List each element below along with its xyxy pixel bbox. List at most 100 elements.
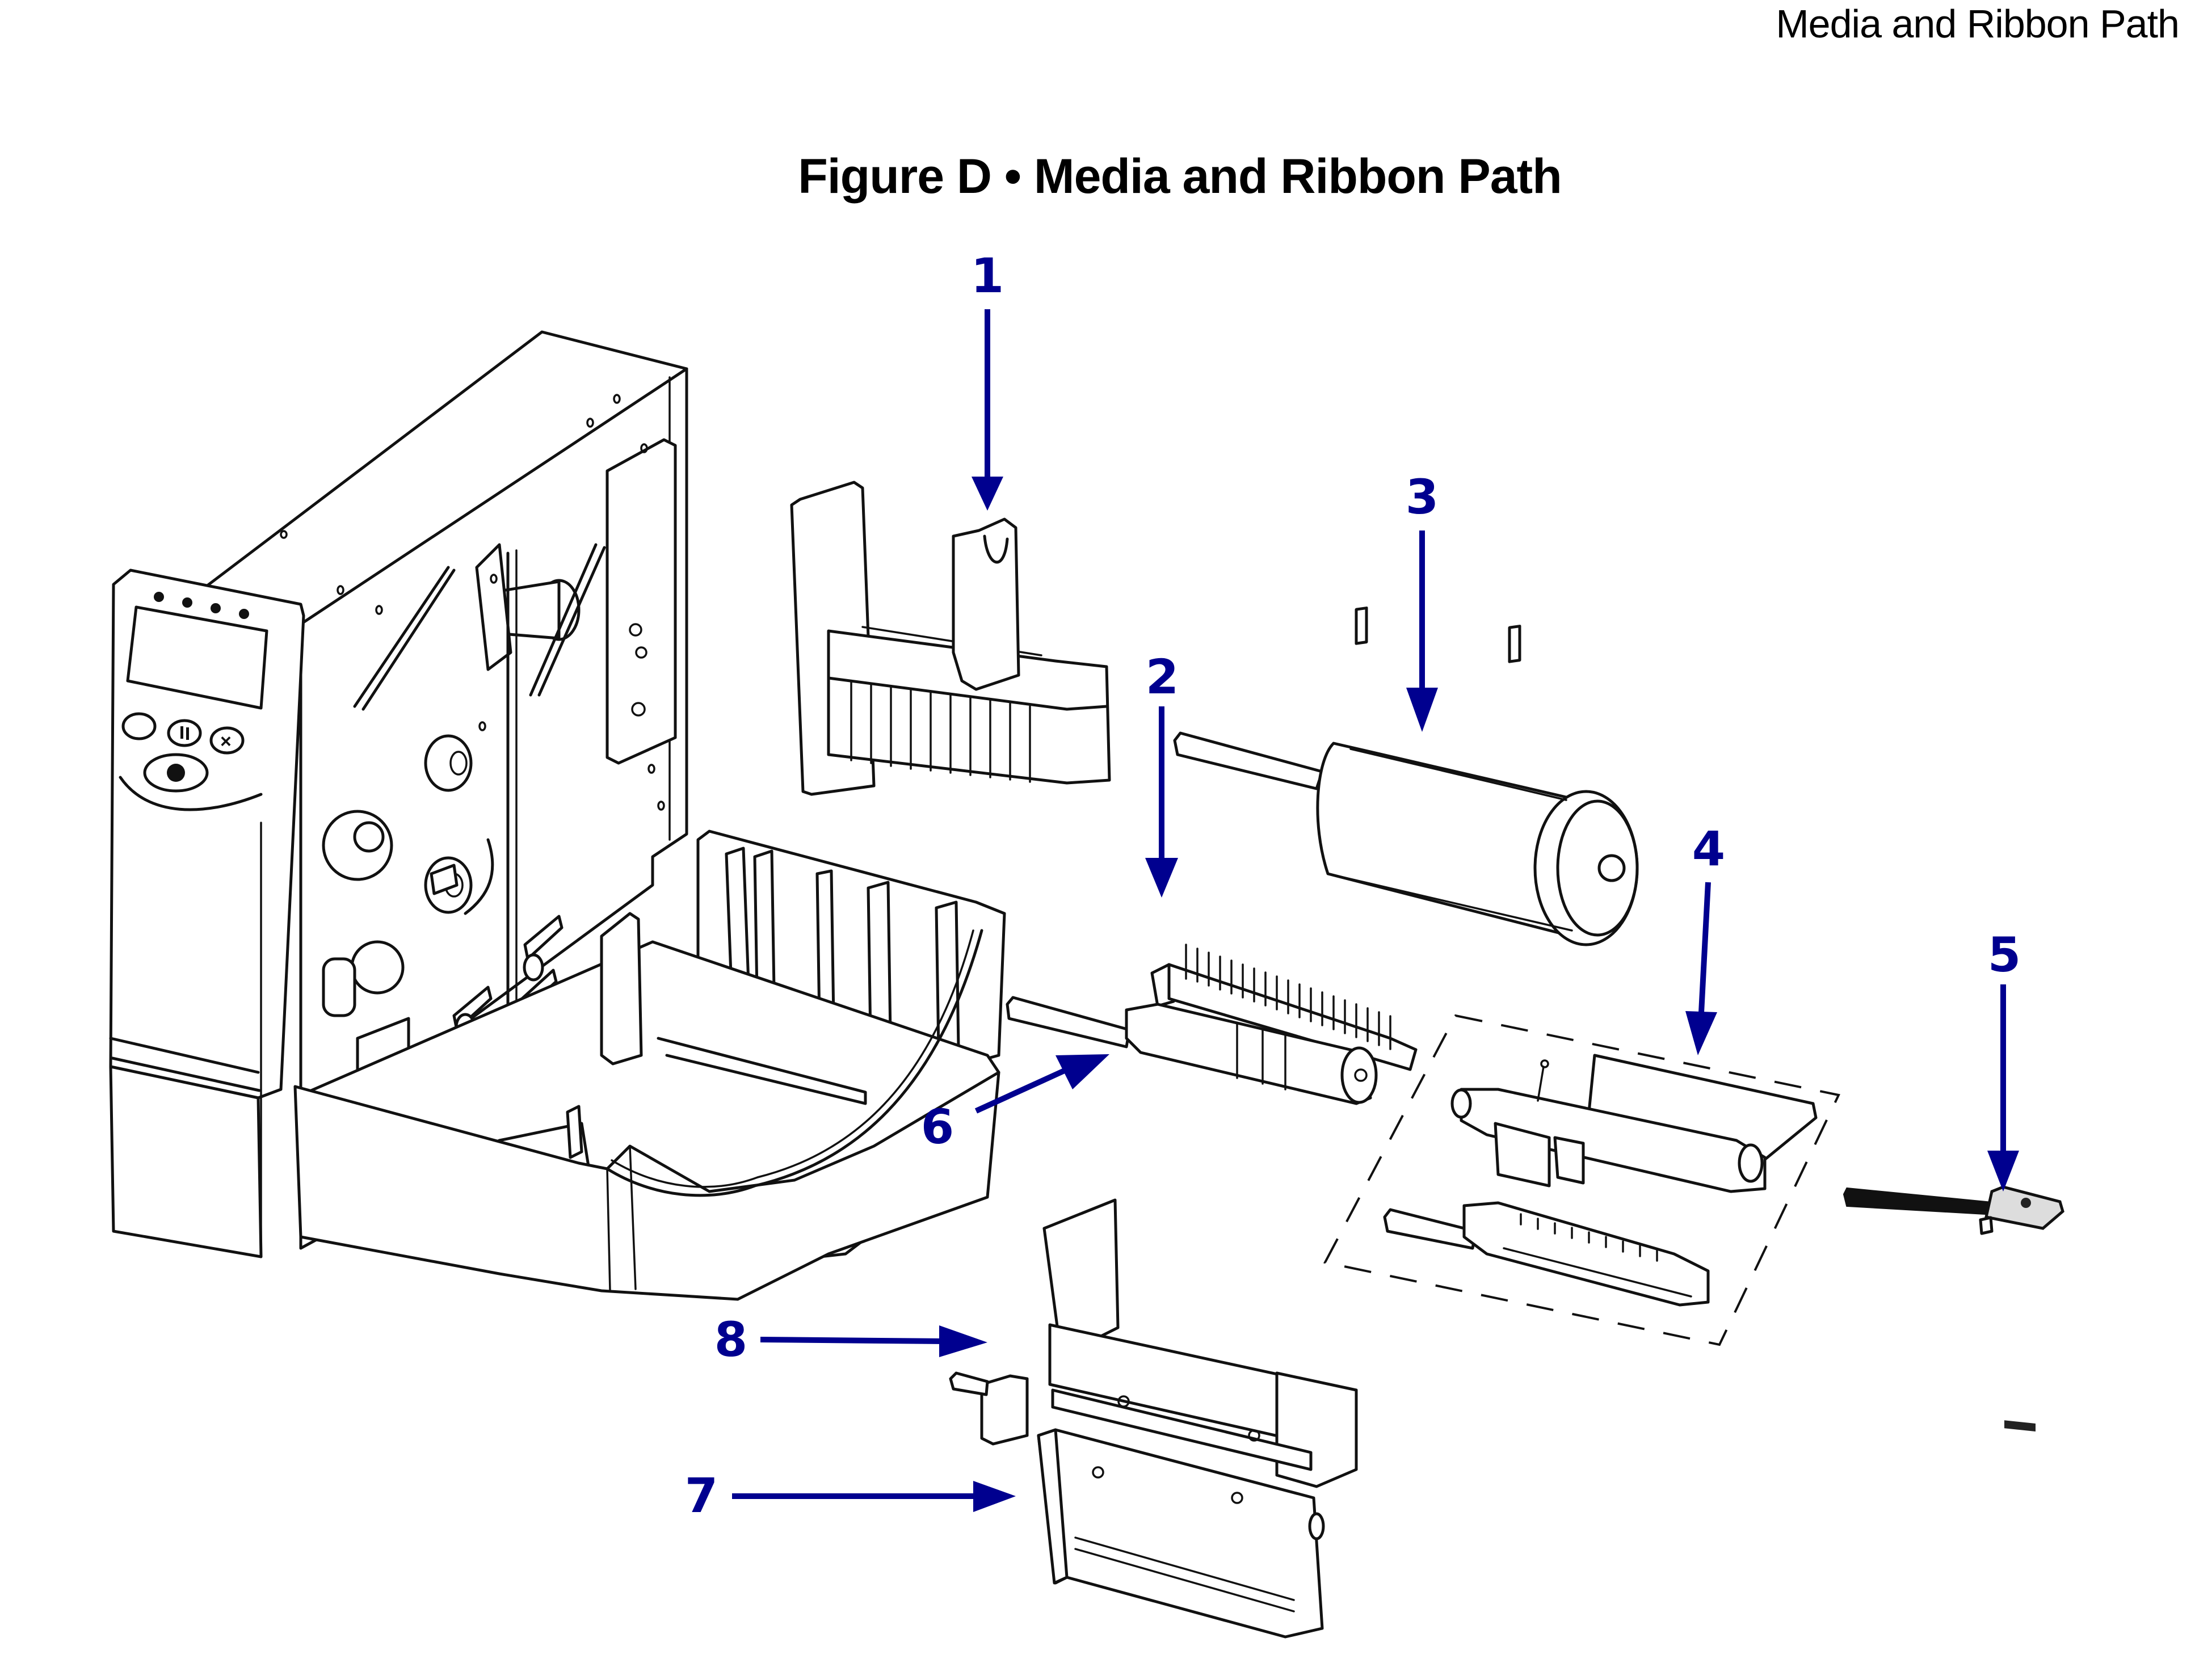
mechanism-knob <box>1308 1512 1325 1540</box>
ribbon-hub-flange <box>475 543 512 671</box>
bezel-curve <box>119 776 263 811</box>
pause-icon-bar <box>186 727 189 740</box>
callout-6-label: 6 <box>921 1099 954 1155</box>
printhead-latch <box>1553 1136 1585 1185</box>
callout-1: 1 <box>971 248 1004 511</box>
rail-right-edge <box>537 546 606 697</box>
mechanism-crossbar <box>1074 1548 1295 1612</box>
lcd-display <box>126 605 268 710</box>
indicator-led <box>239 609 249 619</box>
take-up-shaft <box>1006 996 1131 1049</box>
spindle-latch <box>1355 607 1368 645</box>
plate-hole <box>629 623 642 637</box>
mechanism-left-arm <box>1037 1428 1069 1585</box>
tray-post <box>600 912 643 1066</box>
printhead-bracket <box>1494 1122 1551 1188</box>
callout-5-label: 5 <box>1988 927 2021 983</box>
side-wall-holes <box>280 394 665 811</box>
indicator-led <box>154 592 164 602</box>
guide-slider-grip <box>983 534 1009 564</box>
printer-body <box>188 330 688 1097</box>
sensor-block <box>322 957 356 1017</box>
part-printhead-assembly <box>1323 1014 1840 1346</box>
callout-3-arrowhead <box>1406 688 1438 732</box>
platen-roller <box>1051 1388 1313 1471</box>
callout-2: 2 <box>1145 649 1179 898</box>
part-media-guide-comb <box>1150 944 1418 1071</box>
callout-4-line <box>1698 882 1711 1013</box>
printhead-shaft-end <box>1738 1143 1764 1183</box>
carriage-edge <box>1503 1247 1692 1298</box>
callout-6-arrowhead <box>1056 1054 1109 1089</box>
bezel-seam <box>109 1037 260 1074</box>
printhead-shaft-end <box>1450 1088 1472 1119</box>
callout-4: 4 <box>1685 821 1725 1055</box>
callout-5-arrowhead <box>1987 1151 2019 1191</box>
guide-rail-edge <box>827 676 1108 711</box>
assembly-group-outline <box>1323 1014 1840 1346</box>
take-up-knob-core <box>449 751 468 776</box>
callout-3-label: 3 <box>1406 469 1439 525</box>
callout-8-arrowhead <box>939 1325 987 1357</box>
rail-left <box>353 566 450 708</box>
callout-8-label: 8 <box>714 1312 747 1367</box>
printhead-cable-tip <box>1540 1059 1549 1068</box>
bezel-seam <box>111 1056 261 1092</box>
rail-right <box>529 543 598 697</box>
cancel-x-icon: × <box>220 731 232 752</box>
mechanism-screw <box>1248 1429 1260 1442</box>
callout-2-label: 2 <box>1146 649 1179 705</box>
indicator-led <box>182 597 192 608</box>
comb-teeth <box>1185 944 1391 1050</box>
callout-8: 8 <box>714 1312 987 1367</box>
lower-rail-1 <box>523 915 564 961</box>
plate-hole <box>635 646 647 659</box>
ribbon-bracket <box>430 864 459 895</box>
take-up-end-hole <box>1354 1068 1368 1082</box>
pause-button <box>167 719 202 747</box>
tray-floor-slot <box>657 1037 867 1105</box>
callout-4-label: 4 <box>1692 821 1725 877</box>
rail-left-edge <box>361 569 456 711</box>
mechanism-crossbar <box>1074 1536 1295 1601</box>
callout-3: 3 <box>1406 469 1439 732</box>
supply-spindle-knob-face <box>1556 799 1639 937</box>
callout-6: 6 <box>921 1054 1109 1155</box>
figure-title: Figure D • Media and Ribbon Path <box>798 149 1562 204</box>
media-supply-hub-core <box>353 821 385 853</box>
mechanism-side-housing <box>1275 1371 1358 1488</box>
part-media-sensor <box>1843 1185 2064 1432</box>
mechanism-screw <box>1092 1466 1104 1479</box>
part-print-mechanism <box>949 1198 1358 1639</box>
mechanism-back-frame <box>1042 1198 1120 1358</box>
part-media-supply-guide <box>790 481 1111 796</box>
callout-5: 5 <box>1987 927 2021 1191</box>
guide-rail-ribs <box>850 680 1031 783</box>
callout-7: 7 <box>685 1468 1016 1523</box>
guide-rail <box>827 629 1111 785</box>
supply-spindle-hub <box>1597 854 1626 882</box>
callout-6-line <box>974 1067 1069 1114</box>
section-header: Media and Ribbon Path <box>1776 2 2180 46</box>
lower-front-column <box>109 1065 263 1258</box>
spindle-ridge <box>1327 873 1573 932</box>
guide-slider <box>952 517 1020 691</box>
callout-2-arrowhead <box>1145 858 1178 898</box>
front-panel: × <box>109 569 305 1258</box>
print-carriage-shaft <box>1383 1208 1477 1250</box>
part-ribbon-supply-spindle <box>1173 607 1639 946</box>
ribbon-arm <box>464 838 494 915</box>
callout-1-arrowhead <box>972 477 1003 511</box>
sensor-screw <box>2021 1198 2031 1208</box>
access-plate <box>605 438 677 765</box>
plate-hole <box>631 702 646 717</box>
callout-4-arrowhead <box>1685 1011 1717 1055</box>
sensor-arm <box>1843 1187 1996 1216</box>
mechanism-shaft-block <box>980 1374 1029 1446</box>
cancel-button <box>209 726 245 755</box>
printhead-body <box>1460 1088 1767 1193</box>
base-tray <box>293 830 1006 1301</box>
take-up-knob <box>424 734 473 792</box>
callout-7-arrowhead <box>973 1481 1016 1512</box>
